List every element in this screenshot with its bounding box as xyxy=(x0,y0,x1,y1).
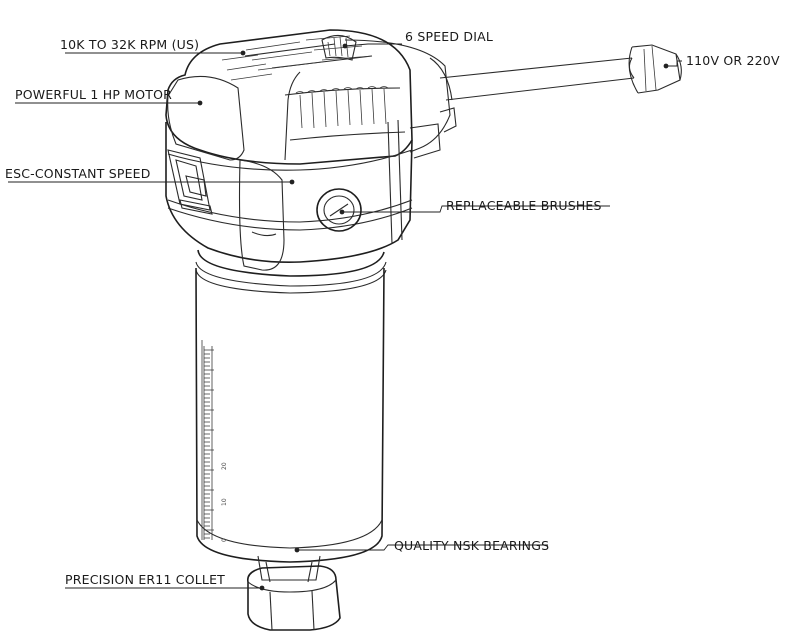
brushes-label: REPLACEABLE BRUSHES xyxy=(446,198,602,213)
collar-rings xyxy=(195,249,387,294)
rear-housing xyxy=(344,39,457,159)
scale-mark: 20 xyxy=(221,462,228,470)
speed-dial xyxy=(321,34,357,61)
mid-housing xyxy=(165,119,413,271)
voltage-label: 110V OR 220V xyxy=(686,53,780,68)
collet-label: PRECISION ER11 COLLET xyxy=(65,572,226,587)
esc-switch xyxy=(167,149,213,215)
vent-slots xyxy=(221,35,389,129)
bearings-label: QUALITY NSK BEARINGS xyxy=(394,538,550,553)
motor-top-housing xyxy=(165,29,413,165)
esc-label: ESC-CONSTANT SPEED xyxy=(5,166,151,181)
depth-scale xyxy=(203,346,214,540)
scale-mark: 0 xyxy=(221,538,228,542)
speed-dial-label: 6 SPEED DIAL xyxy=(405,29,494,44)
scale-mark: 10 xyxy=(221,498,228,506)
motor-label: POWERFUL 1 HP MOTOR xyxy=(15,87,173,102)
rpm-label: 10K TO 32K RPM (US) xyxy=(60,37,200,52)
brush-cap xyxy=(316,188,362,232)
power-cord xyxy=(439,44,682,101)
cylinder-body: 20 10 0 xyxy=(195,267,385,563)
leader-lines xyxy=(8,43,682,591)
collet xyxy=(246,555,341,631)
